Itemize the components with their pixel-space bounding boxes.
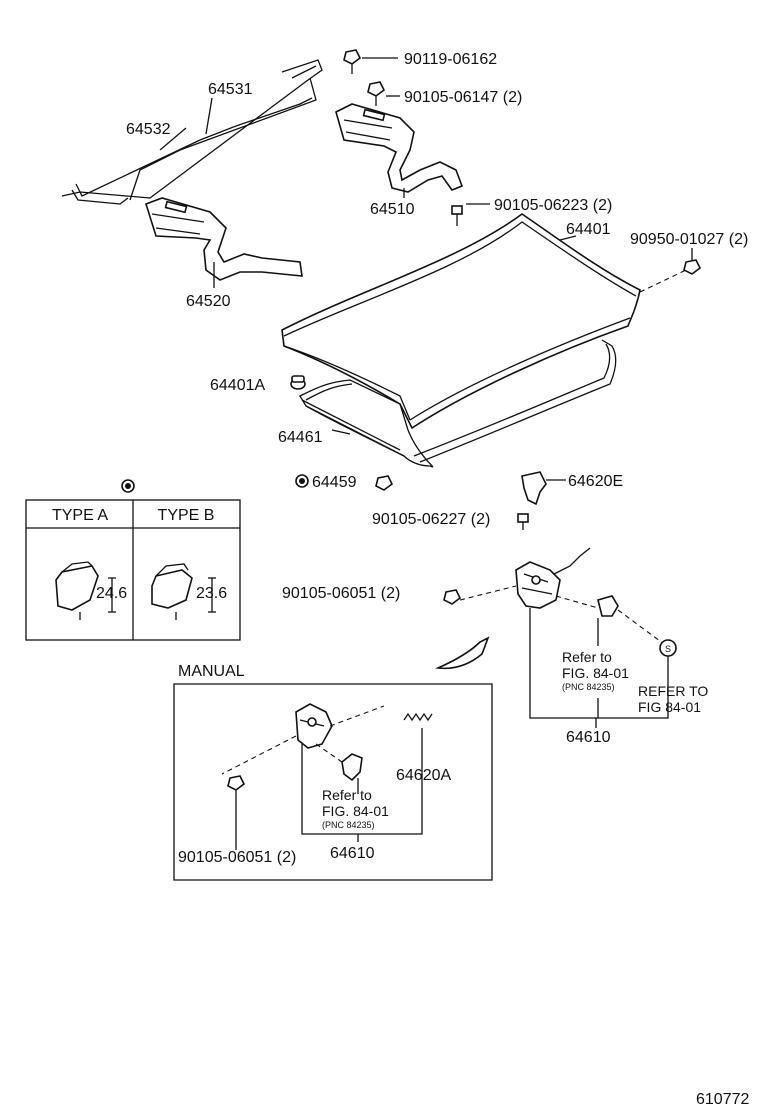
label-64532: 64532 [126, 121, 171, 138]
lock-assembly-64610 [515, 547, 591, 609]
label-64620E: 64620E [568, 473, 623, 490]
label-64520: 64520 [186, 293, 231, 310]
bolt-90119-06162 [343, 49, 398, 74]
symbol-s: S [659, 639, 677, 657]
hinge-64510 [335, 103, 464, 193]
label-90105-06223: 90105-06223 (2) [494, 197, 612, 214]
label-90105-06051-top: 90105-06051 (2) [282, 585, 400, 602]
label-90105-06147: 90105-06147 (2) [404, 89, 522, 106]
type-b-label: TYPE B [158, 507, 215, 524]
label-refer-caps-1: REFER TO [638, 683, 708, 699]
label-64610-top: 64610 [566, 729, 611, 746]
cushion-64459 [295, 474, 394, 491]
direction-arrow [434, 636, 490, 670]
lock-cylinder [555, 595, 665, 645]
clip-90950-01027 [639, 248, 702, 293]
label-manual: MANUAL [178, 663, 245, 680]
bolt-90105-06147 [367, 81, 400, 106]
label-64510: 64510 [370, 201, 415, 218]
label-64620A: 64620A [396, 767, 451, 784]
label-90119-06162: 90119-06162 [404, 51, 497, 68]
label-refer-to-2: Refer to [322, 787, 372, 803]
spring-64620A [403, 712, 433, 722]
trunk-lid-64401 [281, 213, 641, 430]
weatherstrip-64461 [299, 339, 617, 468]
manual-lock-64610 [221, 703, 385, 775]
label-64531: 64531 [208, 81, 253, 98]
type-a-cushion: 24.6 [55, 561, 127, 620]
diagram-id: 610772 [696, 1091, 749, 1108]
label-pnc-2: (PNC 84235) [322, 820, 375, 830]
symbol-s-text: S [665, 644, 671, 654]
label-64610-bottom: 64610 [330, 845, 375, 862]
label-90950-01027: 90950-01027 (2) [630, 231, 748, 248]
label-64401A: 64401A [210, 377, 265, 394]
label-refer-to-1: Refer to [562, 649, 612, 665]
type-a-label: TYPE A [52, 507, 108, 524]
cushion-64401A [290, 375, 306, 390]
hinge-64520 [145, 197, 303, 281]
type-inset: TYPE A TYPE B 24.6 23.6 [25, 479, 241, 641]
bolt-90105-06051-bottom [227, 775, 246, 791]
bolt-90105-06223 [451, 203, 490, 226]
label-fig-2: FIG. 84-01 [322, 803, 389, 819]
manual-cylinder [315, 743, 363, 782]
bolt-90105-06051-top [443, 585, 517, 605]
type-b-cushion: 23.6 [151, 563, 227, 620]
manual-box [173, 683, 493, 881]
label-pnc-1: (PNC 84235) [562, 682, 615, 692]
dimension-a: 24.6 [96, 585, 127, 602]
striker-64620E [521, 471, 566, 506]
bolt-90105-06227 [517, 513, 529, 530]
label-64459: 64459 [312, 474, 357, 491]
label-refer-caps-2: FIG 84-01 [638, 699, 701, 715]
label-64461: 64461 [278, 429, 323, 446]
label-fig-1: FIG. 84-01 [562, 665, 629, 681]
torsion-bar-64531 [61, 59, 323, 201]
dimension-b: 23.6 [196, 585, 227, 602]
label-90105-06051-bottom: 90105-06051 (2) [178, 849, 296, 866]
torsion-bar-64532 [71, 97, 313, 205]
label-90105-06227: 90105-06227 (2) [372, 511, 490, 528]
label-64401: 64401 [566, 221, 611, 238]
